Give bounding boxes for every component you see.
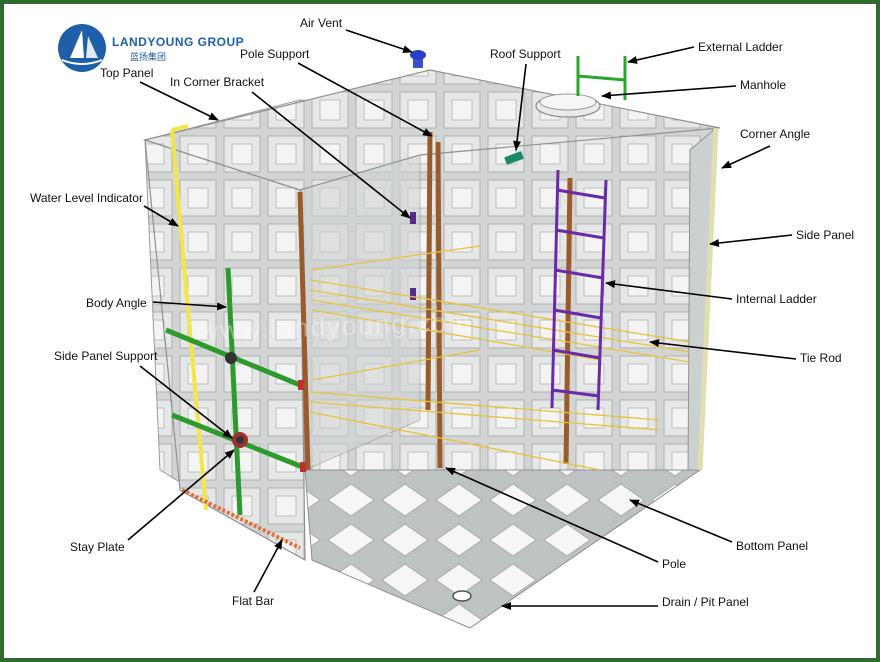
drain-pit bbox=[452, 590, 472, 602]
internal-ladder bbox=[550, 169, 608, 411]
tie-rods bbox=[309, 245, 691, 471]
air-vent bbox=[410, 50, 426, 68]
label-water-level-indicator: Water Level Indicator bbox=[30, 191, 143, 205]
label-flat-bar: Flat Bar bbox=[232, 594, 274, 608]
manhole bbox=[535, 93, 601, 118]
logo-chinese-name: 蓝扬集团 bbox=[130, 51, 166, 62]
poles bbox=[297, 131, 573, 471]
external-ladder bbox=[576, 56, 627, 100]
label-body-angle: Body Angle bbox=[86, 296, 147, 310]
label-corner-angle: Corner Angle bbox=[740, 127, 810, 141]
label-pole-support: Pole Support bbox=[240, 47, 310, 61]
label-external-ladder: External Ladder bbox=[698, 40, 783, 54]
label-in-corner-bracket: In Corner Bracket bbox=[170, 75, 265, 89]
label-bottom-panel: Bottom Panel bbox=[736, 539, 808, 553]
label-air-vent: Air Vent bbox=[300, 16, 343, 30]
label-manhole: Manhole bbox=[740, 78, 786, 92]
label-internal-ladder: Internal Ladder bbox=[736, 292, 817, 306]
logo-company-name: LANDYOUNG GROUP bbox=[112, 35, 244, 49]
label-tie-rod: Tie Rod bbox=[800, 351, 842, 365]
label-stay-plate: Stay Plate bbox=[70, 540, 125, 554]
logo: LANDYOUNG GROUP 蓝扬集团 bbox=[58, 24, 244, 72]
label-roof-support: Roof Support bbox=[490, 47, 561, 61]
front-side-panel bbox=[144, 139, 306, 562]
leader-arrows bbox=[127, 29, 797, 610]
stay-plates bbox=[225, 352, 306, 472]
roof-support bbox=[504, 151, 524, 165]
in-corner-brackets bbox=[410, 212, 416, 300]
corner-angle bbox=[697, 127, 719, 471]
label-side-panel: Side Panel bbox=[796, 228, 854, 242]
bottom-panel bbox=[304, 469, 702, 629]
label-top-panel: Top Panel bbox=[100, 66, 153, 80]
label-drain-pit-panel: Drain / Pit Panel bbox=[662, 595, 749, 609]
label-side-panel-support: Side Panel Support bbox=[54, 349, 158, 363]
tank bbox=[142, 69, 721, 629]
flat-bar bbox=[181, 488, 301, 550]
label-pole: Pole bbox=[662, 557, 686, 571]
water-level-indicator bbox=[170, 124, 208, 511]
